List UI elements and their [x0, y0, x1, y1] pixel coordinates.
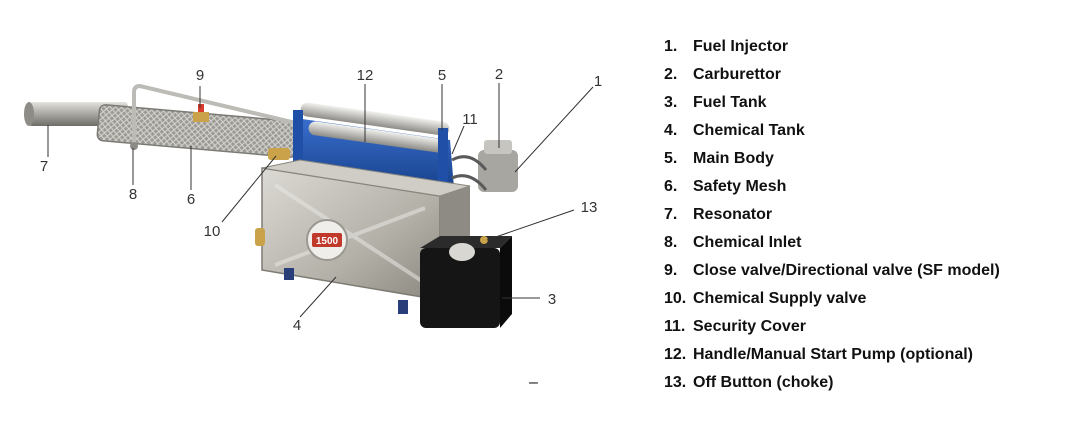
chemical-tank: [255, 159, 471, 314]
legend-item: 11. Security Cover: [664, 313, 1000, 341]
legend-item: 1. Fuel Injector: [664, 33, 1000, 61]
callout-1: 1: [594, 73, 602, 90]
legend-number: 3.: [664, 94, 678, 111]
callout-4: 4: [293, 317, 301, 334]
legend-number: 13.: [664, 374, 687, 391]
legend-number: 1.: [664, 38, 678, 55]
off-button: [480, 236, 488, 244]
callout-9: 9: [196, 67, 204, 84]
legend-number: 4.: [664, 122, 678, 139]
legend-label: Fuel Injector: [693, 38, 789, 55]
fogger-diagram: 1500 7 8 9 6 10 12 5 11 2 1 13 3 4: [24, 66, 602, 334]
close-valve: [193, 104, 209, 122]
legend-label: Resonator: [693, 206, 773, 223]
legend-label: Carburettor: [693, 66, 782, 83]
legend-number: 8.: [664, 234, 678, 251]
legend-label: Chemical Supply valve: [693, 290, 867, 307]
legend-label: Handle/Manual Start Pump (optional): [693, 346, 974, 363]
callout-10: 10: [204, 223, 221, 240]
chemical-line: [130, 83, 301, 150]
legend-label: Close valve/Directional valve (SF model): [693, 262, 1000, 279]
legend-label: Main Body: [693, 150, 774, 167]
legend-item: 12. Handle/Manual Start Pump (optional): [664, 341, 1000, 369]
legend-number: 5.: [664, 150, 678, 167]
legend-label: Off Button (choke): [693, 374, 834, 391]
carburettor: [451, 140, 518, 192]
fuel-tank: [420, 236, 512, 328]
legend-item: 3. Fuel Tank: [664, 89, 1000, 117]
legend-number: 9.: [664, 262, 678, 279]
tank-badge-text: 1500: [316, 236, 339, 247]
legend-number: 11.: [664, 318, 686, 335]
stray-dash: –: [529, 374, 538, 391]
legend-item: 9. Close valve/Directional valve (SF mode…: [664, 257, 1000, 285]
callout-3: 3: [548, 291, 556, 308]
leader-lines: [47, 83, 594, 318]
legend-label: Security Cover: [693, 318, 806, 335]
callout-2: 2: [495, 66, 503, 83]
legend-number: 6.: [664, 178, 678, 195]
callout-7: 7: [40, 158, 48, 175]
callout-8: 8: [129, 186, 137, 203]
legend-item: 8. Chemical Inlet: [664, 229, 1000, 257]
tank-badge: 1500: [306, 219, 348, 261]
legend-number: 10.: [664, 290, 687, 307]
callout-12: 12: [357, 67, 374, 84]
callout-6: 6: [187, 191, 195, 208]
legend-label: Chemical Inlet: [693, 234, 802, 251]
legend-item: 7. Resonator: [664, 201, 1000, 229]
parts-legend: 1. Fuel Injector 2. Carburettor 3. Fuel Tank 4…: [664, 33, 1000, 397]
legend-item: 5. Main Body: [664, 145, 1000, 173]
chemical-supply-valve: [268, 148, 290, 160]
callout-13: 13: [581, 199, 598, 216]
callout-5: 5: [438, 67, 446, 84]
legend-item: 6. Safety Mesh: [664, 173, 1000, 201]
legend-item: 13. Off Button (choke): [664, 369, 1000, 397]
legend-number: 7.: [664, 206, 678, 223]
legend-number: 12.: [664, 346, 687, 363]
legend-label: Fuel Tank: [693, 94, 767, 111]
legend-item: 4. Chemical Tank: [664, 117, 1000, 145]
legend-item: 10. Chemical Supply valve: [664, 285, 1000, 313]
legend-item: 2. Carburettor: [664, 61, 1000, 89]
legend-label: Safety Mesh: [693, 178, 787, 195]
callout-11: 11: [462, 111, 478, 128]
legend-label: Chemical Tank: [693, 122, 805, 139]
legend-number: 2.: [664, 66, 678, 83]
